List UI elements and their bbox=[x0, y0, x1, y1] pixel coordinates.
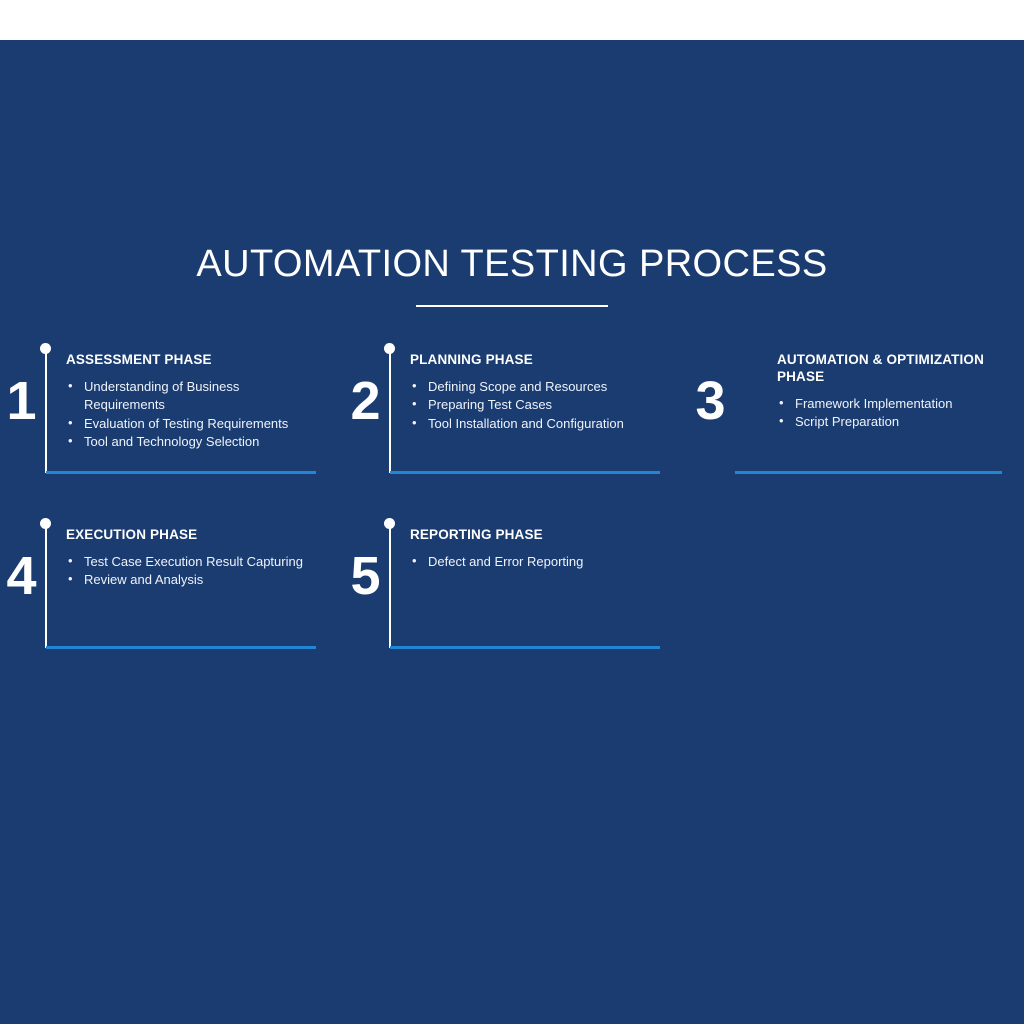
timeline-stem bbox=[45, 526, 47, 648]
phase-title-1: ASSESSMENT PHASE bbox=[66, 352, 212, 367]
list-item: Framework Implementation bbox=[777, 394, 1017, 413]
phase-number-2: 2 bbox=[350, 371, 380, 431]
phase-content-3: AUTOMATION & OPTIMIZATION PHASE Framewor… bbox=[777, 352, 1017, 432]
phase-number-4: 4 bbox=[6, 546, 36, 606]
list-item: Review and Analysis bbox=[66, 570, 318, 589]
timeline-dot-icon bbox=[384, 343, 395, 354]
phase-bottom-rule bbox=[46, 646, 316, 649]
phase-bullets-4: Test Case Execution Result Capturing Rev… bbox=[66, 552, 318, 590]
list-item: Script Preparation bbox=[777, 412, 1017, 431]
phase-bullets-2: Defining Scope and Resources Preparing T… bbox=[410, 377, 662, 433]
phase-content-1: ASSESSMENT PHASE Understanding of Busine… bbox=[66, 352, 318, 452]
phase-title-5: REPORTING PHASE bbox=[410, 527, 543, 542]
list-item: Understanding of Business Requirements bbox=[66, 377, 318, 415]
page-title: AUTOMATION TESTING PROCESS bbox=[196, 243, 828, 285]
list-item: Tool and Technology Selection bbox=[66, 432, 318, 451]
phase-title-2: PLANNING PHASE bbox=[410, 352, 533, 367]
list-item: Tool Installation and Configuration bbox=[410, 414, 662, 433]
phase-bullets-5: Defect and Error Reporting bbox=[410, 552, 662, 571]
phase-bottom-rule bbox=[735, 471, 1002, 474]
phase-bullets-3: Framework Implementation Script Preparat… bbox=[777, 394, 1017, 432]
list-item: Preparing Test Cases bbox=[410, 395, 662, 414]
phase-card-2[interactable]: 2 PLANNING PHASE Defining Scope and Reso… bbox=[344, 340, 664, 480]
timeline-stem bbox=[45, 351, 47, 473]
phase-number-5: 5 bbox=[350, 546, 380, 606]
phase-card-3[interactable]: 3 AUTOMATION & OPTIMIZATION PHASE Framew… bbox=[689, 340, 1024, 480]
list-item: Defect and Error Reporting bbox=[410, 552, 662, 571]
phase-content-5: REPORTING PHASE Defect and Error Reporti… bbox=[410, 527, 662, 571]
slide-canvas: AUTOMATION TESTING PROCESS 1 ASSESSMENT … bbox=[0, 40, 1024, 1024]
phase-number-3: 3 bbox=[695, 371, 725, 431]
phase-card-4[interactable]: 4 EXECUTION PHASE Test Case Execution Re… bbox=[0, 515, 320, 655]
title-block: AUTOMATION TESTING PROCESS bbox=[0, 243, 1024, 307]
phase-bullets-1: Understanding of Business Requirements E… bbox=[66, 377, 318, 452]
timeline-dot-icon bbox=[40, 343, 51, 354]
phase-card-1[interactable]: 1 ASSESSMENT PHASE Understanding of Busi… bbox=[0, 340, 320, 480]
phase-number-1: 1 bbox=[6, 371, 36, 431]
timeline-stem bbox=[389, 526, 391, 648]
list-item: Test Case Execution Result Capturing bbox=[66, 552, 318, 571]
phase-bottom-rule bbox=[390, 471, 660, 474]
timeline-dot-icon bbox=[384, 518, 395, 529]
list-item: Evaluation of Testing Requirements bbox=[66, 414, 318, 433]
phase-title-3: AUTOMATION & OPTIMIZATION PHASE bbox=[777, 352, 984, 384]
list-item: Defining Scope and Resources bbox=[410, 377, 662, 396]
phase-card-5[interactable]: 5 REPORTING PHASE Defect and Error Repor… bbox=[344, 515, 664, 655]
phase-title-4: EXECUTION PHASE bbox=[66, 527, 198, 542]
phase-bottom-rule bbox=[390, 646, 660, 649]
phase-content-4: EXECUTION PHASE Test Case Execution Resu… bbox=[66, 527, 318, 590]
phase-content-2: PLANNING PHASE Defining Scope and Resour… bbox=[410, 352, 662, 433]
timeline-stem bbox=[389, 351, 391, 473]
phase-bottom-rule bbox=[46, 471, 316, 474]
title-underline-divider bbox=[416, 304, 608, 307]
timeline-dot-icon bbox=[40, 518, 51, 529]
